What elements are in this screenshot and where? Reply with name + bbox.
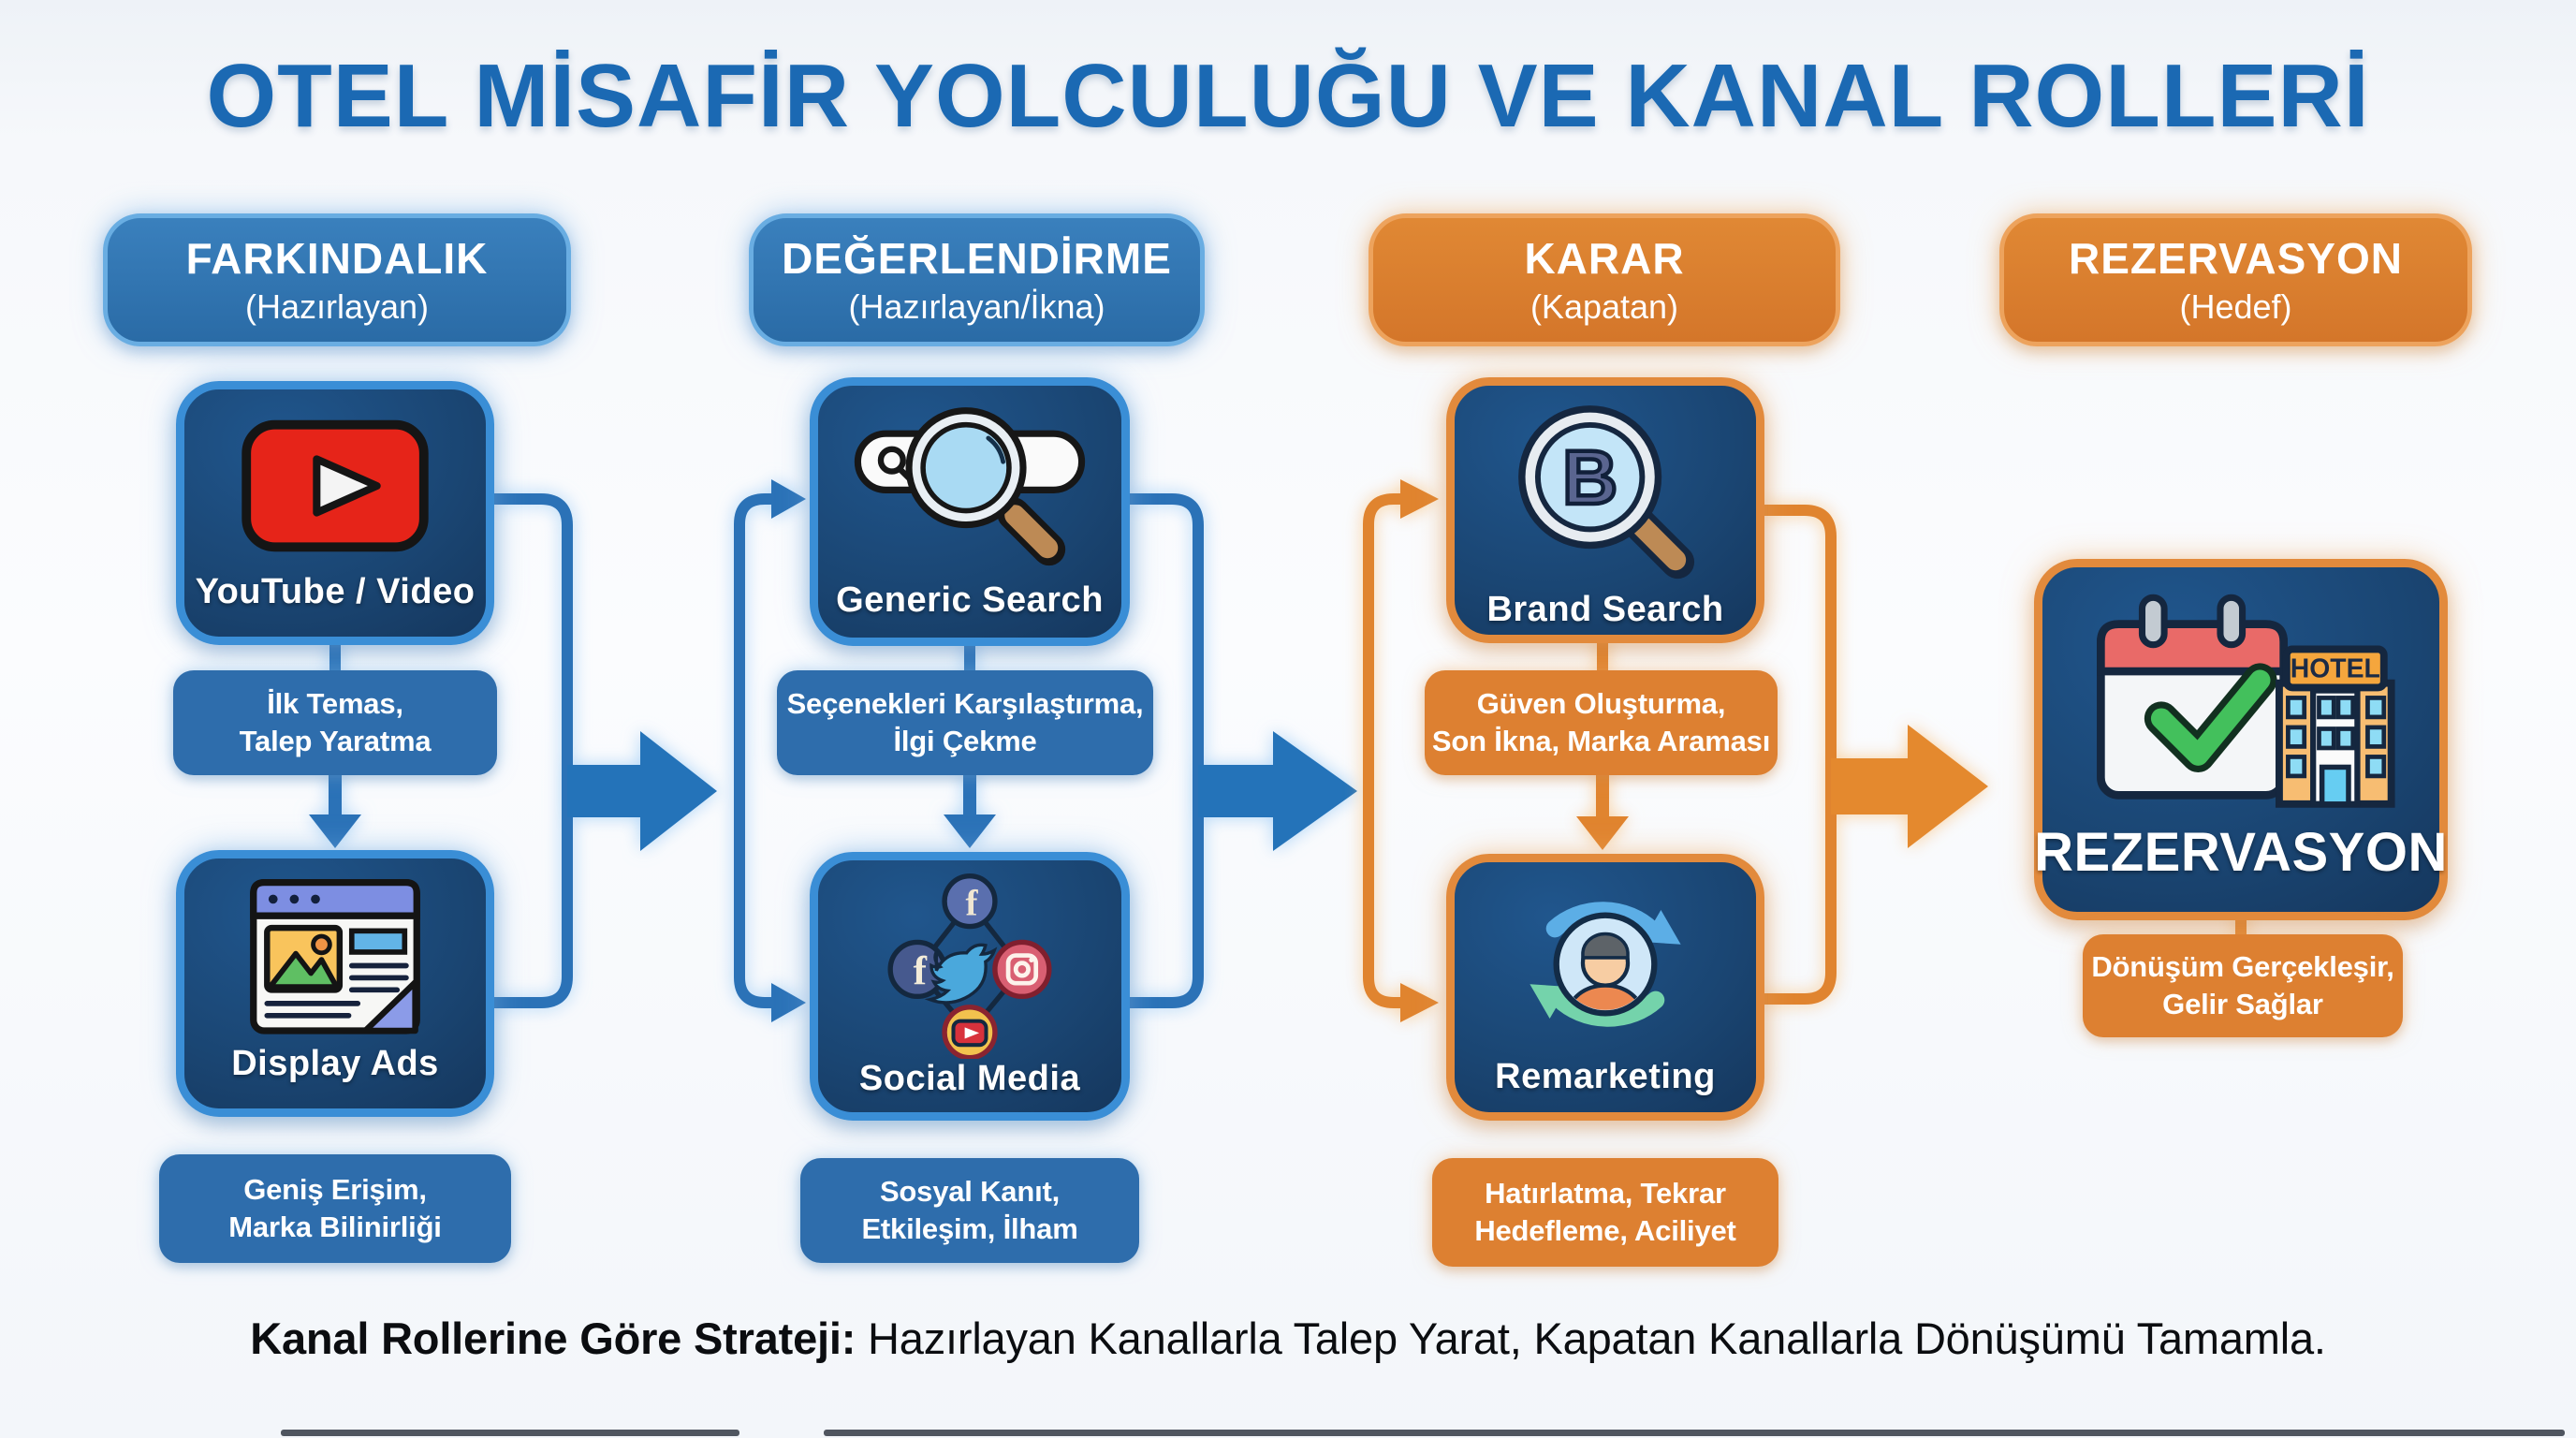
split-bracket-decision xyxy=(1363,493,1403,1008)
card-rezervasyon: HOTEL REZERVASYON xyxy=(2034,559,2448,920)
split-bracket-consideration xyxy=(734,493,774,1008)
remarketing-icon xyxy=(1498,862,1713,1057)
caption-display-ads: Geniş Erişim, Marka Bilinirliği xyxy=(159,1154,511,1263)
caption-line: Son İkna, Marka Araması xyxy=(1431,725,1771,757)
strategy-lead: Kanal Rollerine Göre Strateji: xyxy=(250,1313,856,1363)
flow-arrow-consideration-to-decision xyxy=(1198,731,1357,851)
caption-line: Seçenekleri Karşılaştırma, xyxy=(786,686,1144,720)
down-arrow-col1-head xyxy=(309,814,361,848)
card-title: Display Ads xyxy=(231,1044,439,1083)
timeline-bar-segment xyxy=(824,1430,2565,1436)
stage-header-rezervasyon: REZERVASYON (Hedef) xyxy=(1999,213,2472,346)
caption-line: Etkileşim, İlham xyxy=(861,1212,1078,1245)
caption-line: Talep Yaratma xyxy=(239,725,432,757)
stage-header-karar: KARAR (Kapatan) xyxy=(1368,213,1840,346)
caption-line: Hedefleme, Aciliyet xyxy=(1474,1214,1736,1247)
stage-title: DEĞERLENDİRME xyxy=(782,233,1172,283)
social-media-icon: f f xyxy=(871,860,1069,1059)
caption-line: Hatırlatma, Tekrar xyxy=(1485,1176,1726,1210)
card-title: REZERVASYON xyxy=(2034,822,2448,883)
caption-line: Gelir Sağlar xyxy=(2162,988,2323,1020)
card-remarketing: Remarketing xyxy=(1446,854,1764,1121)
card-youtube-video: YouTube / Video xyxy=(176,381,494,645)
stage-header-farkindalik: FARKINDALIK (Hazırlayan) xyxy=(103,213,571,346)
card-title: Remarketing xyxy=(1495,1057,1716,1096)
page-title: OTEL MİSAFİR YOLCULUĞU VE KANAL ROLLERİ xyxy=(206,46,2370,146)
card-brand-search: B Brand Search xyxy=(1446,377,1764,643)
flow-arrow-decision-to-booking xyxy=(1831,725,1988,848)
card-title: YouTube / Video xyxy=(195,572,476,611)
down-arrow-col2-head xyxy=(944,814,996,848)
svg-text:f: f xyxy=(966,883,979,923)
caption-line: İlgi Çekme xyxy=(893,725,1037,757)
caption-rezervasyon: Dönüşüm Gerçekleşir, Gelir Sağlar xyxy=(2083,934,2403,1037)
split-arrowhead-brand-search xyxy=(1400,479,1439,519)
split-arrowhead-social-media xyxy=(771,983,806,1022)
caption-social-media: Sosyal Kanıt, Etkileşim, İlham xyxy=(800,1158,1139,1263)
svg-text:HOTEL: HOTEL xyxy=(2291,653,2380,683)
strategy-text: Hazırlayan Kanallarla Talep Yarat, Kapat… xyxy=(856,1313,2326,1363)
card-title: Brand Search xyxy=(1486,590,1724,629)
stage-title: FARKINDALIK xyxy=(185,233,489,283)
stage-subtitle: (Kapatan) xyxy=(1530,286,1679,326)
down-arrow-col3-head xyxy=(1576,816,1629,850)
split-arrowhead-remarketing xyxy=(1400,983,1439,1022)
booking-confirmed-icon: HOTEL xyxy=(2074,567,2408,821)
caption-line: Geniş Erişim, xyxy=(243,1172,427,1206)
stage-subtitle: (Hedef) xyxy=(2179,286,2292,326)
brand-search-icon: B xyxy=(1493,386,1718,590)
split-arrowhead-generic-search xyxy=(771,479,806,519)
stage-title: KARAR xyxy=(1524,233,1685,283)
stage-header-degerlendirme: DEĞERLENDİRME (Hazırlayan/İkna) xyxy=(749,213,1205,346)
timeline-bar-segment xyxy=(281,1430,739,1436)
card-display-ads: Display Ads xyxy=(176,850,494,1117)
caption-line: Marka Bilinirliği xyxy=(228,1211,442,1243)
card-generic-search: Generic Search xyxy=(810,377,1130,646)
stage-subtitle: (Hazırlayan/İkna) xyxy=(848,286,1105,326)
stage-title: REZERVASYON xyxy=(2069,233,2403,283)
caption-youtube: İlk Temas, Talep Yaratma xyxy=(173,670,497,775)
flow-arrow-awareness-to-consideration xyxy=(567,731,717,851)
caption-generic-search: Seçenekleri Karşılaştırma, İlgi Çekme xyxy=(777,670,1153,775)
card-title: Generic Search xyxy=(836,580,1104,620)
youtube-play-icon xyxy=(233,389,437,572)
strategy-footer: Kanal Rollerine Göre Strateji: Hazırlaya… xyxy=(0,1313,2576,1364)
card-social-media: f f Social Media xyxy=(810,852,1130,1121)
display-ads-icon xyxy=(237,858,433,1044)
svg-text:f: f xyxy=(914,950,928,994)
caption-line: İlk Temas, xyxy=(267,686,403,720)
generic-search-icon xyxy=(839,386,1101,580)
caption-line: Dönüşüm Gerçekleşir, xyxy=(2091,949,2394,983)
caption-line: Sosyal Kanıt, xyxy=(879,1174,1061,1208)
merge-bracket-awareness xyxy=(494,493,573,1008)
caption-line: Güven Oluşturma, xyxy=(1476,686,1726,720)
card-title: Social Media xyxy=(858,1059,1081,1098)
svg-text:B: B xyxy=(1562,435,1617,521)
stage-subtitle: (Hazırlayan) xyxy=(244,286,430,326)
caption-brand-search: Güven Oluşturma, Son İkna, Marka Araması xyxy=(1425,670,1778,775)
caption-remarketing: Hatırlatma, Tekrar Hedefleme, Aciliyet xyxy=(1432,1158,1778,1267)
